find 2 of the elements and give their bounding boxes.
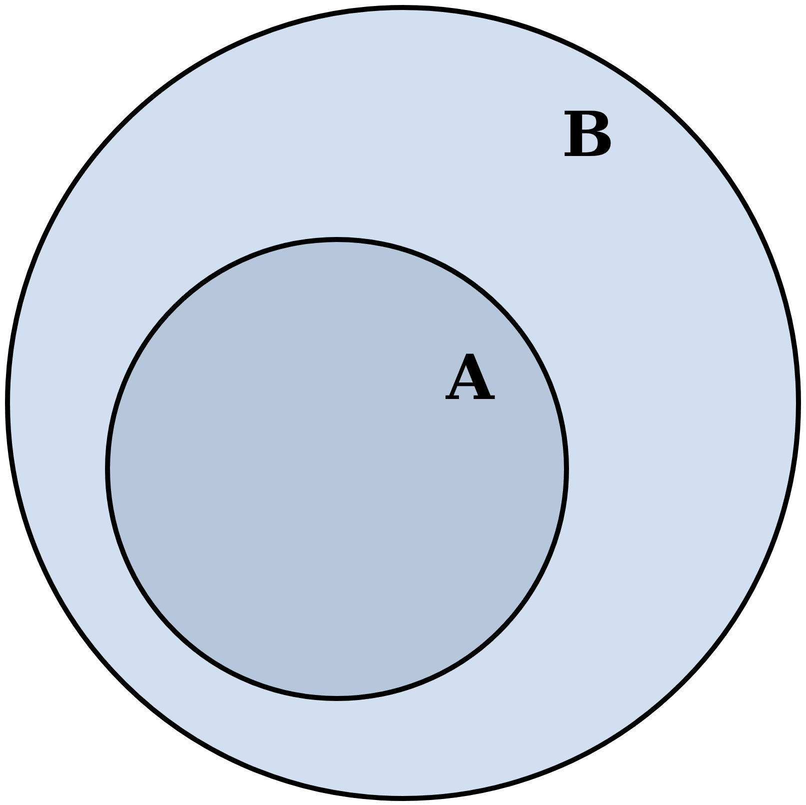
set-label: B [562,104,614,166]
set-label: A [446,347,494,409]
